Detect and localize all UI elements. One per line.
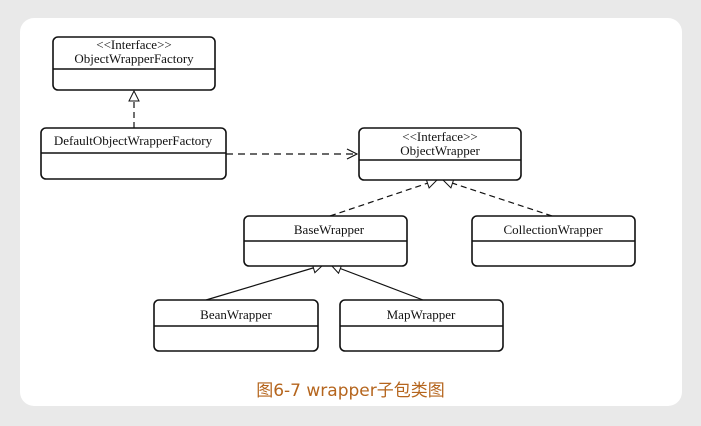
figure-caption: 图6-7 wrapper子包类图	[256, 381, 445, 401]
class-name: BeanWrapper	[200, 307, 272, 322]
generalization-mapwrapper-to-basewrapper	[331, 265, 424, 301]
class-mapwrapper: MapWrapper	[339, 299, 504, 352]
class-name: BaseWrapper	[294, 222, 365, 237]
class-name: ObjectWrapperFactory	[74, 51, 194, 66]
class-basewrapper: BaseWrapper	[243, 215, 408, 267]
realization-collectionwrapper-to-objectwrapper	[443, 180, 553, 217]
class-defaultobjectwrapperfactory: DefaultObjectWrapperFactory	[40, 127, 227, 180]
class-name: ObjectWrapper	[400, 143, 480, 158]
class-name: CollectionWrapper	[503, 222, 603, 237]
realization-basewrapper-to-objectwrapper	[329, 180, 437, 217]
class-collectionwrapper: CollectionWrapper	[471, 215, 636, 267]
class-name: DefaultObjectWrapperFactory	[54, 133, 213, 148]
class-beanwrapper: BeanWrapper	[153, 299, 319, 352]
class-objectwrapperfactory: <<Interface>> ObjectWrapperFactory	[52, 36, 216, 91]
relations	[134, 91, 553, 301]
class-name: MapWrapper	[387, 307, 456, 322]
class-objectwrapper: <<Interface>> ObjectWrapper	[358, 127, 522, 181]
generalization-beanwrapper-to-basewrapper	[205, 265, 323, 301]
stereotype-label: <<Interface>>	[96, 37, 172, 52]
stereotype-label: <<Interface>>	[402, 129, 478, 144]
